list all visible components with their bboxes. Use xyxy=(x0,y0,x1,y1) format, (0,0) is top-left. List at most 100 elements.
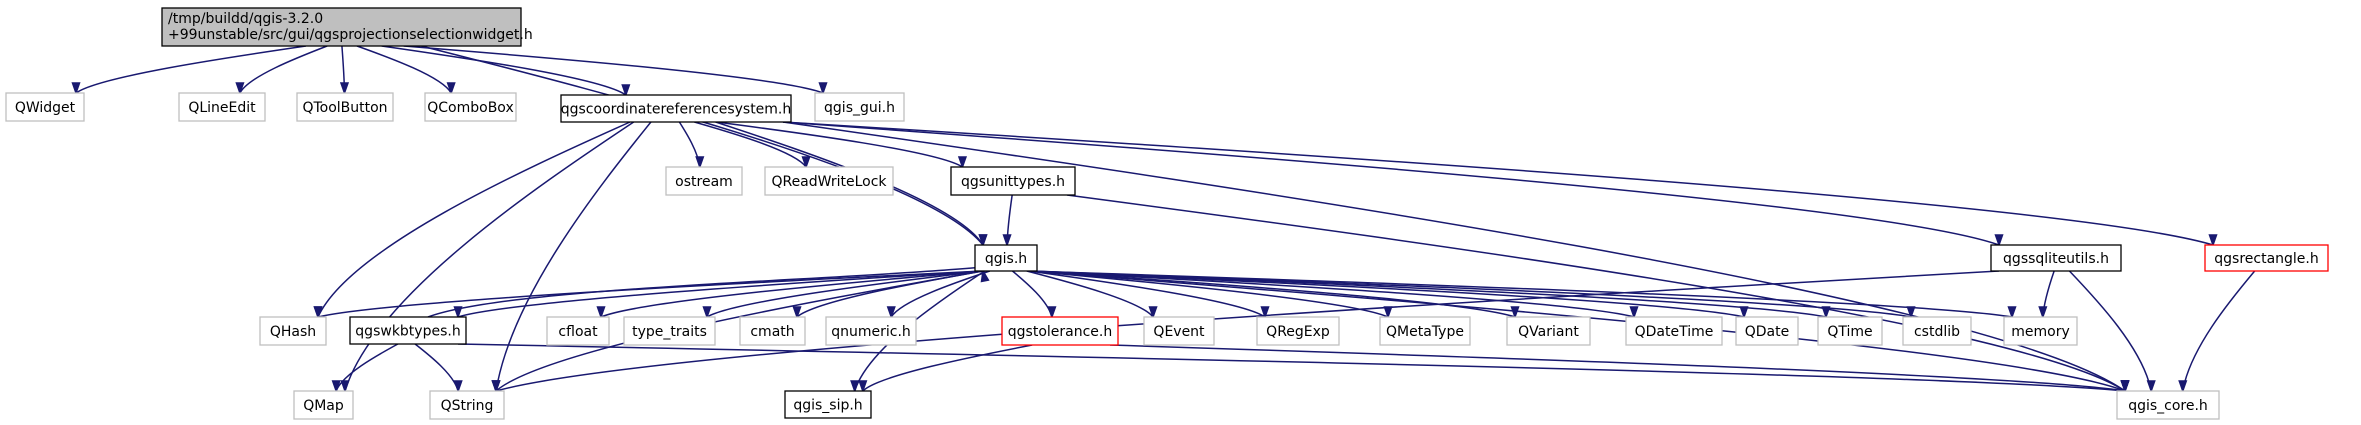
node-label: QDate xyxy=(1745,324,1789,340)
node-qevent: QEvent xyxy=(1143,316,1215,346)
node-label: qgsrectangle.h xyxy=(2214,251,2318,267)
node-box xyxy=(665,166,743,196)
node-qgssqliteutils[interactable]: qgssqliteutils.h xyxy=(1990,244,2122,272)
node-qgsunittypes[interactable]: qgsunittypes.h xyxy=(950,166,1076,196)
dependency-nodes: /tmp/buildd/qgis-3.2.0+99unstable/src/gu… xyxy=(5,7,2329,420)
node-box xyxy=(429,390,505,420)
node-label: QString xyxy=(441,398,494,414)
node-qtoolbutton: QToolButton xyxy=(296,92,394,122)
node-box xyxy=(2116,390,2220,420)
edge-qgscrs-to-ostream xyxy=(678,121,705,170)
node-label: QTime xyxy=(1827,324,1872,340)
node-qgscrs[interactable]: qgscoordinatereferencesystem.h xyxy=(560,94,792,123)
node-label: memory xyxy=(2011,324,2070,340)
node-qgstolerance[interactable]: qgstolerance.h xyxy=(1001,316,1119,346)
node-box xyxy=(1990,244,2122,272)
node-qnumeric: qnumeric.h xyxy=(825,316,917,346)
node-label: qgstolerance.h xyxy=(1008,324,1112,340)
edge-root-to-qgscrs xyxy=(381,45,631,98)
node-box xyxy=(1001,316,1119,346)
node-box xyxy=(178,92,266,122)
node-box xyxy=(764,166,894,196)
node-qgis[interactable]: qgis.h xyxy=(974,244,1038,272)
node-box xyxy=(349,316,467,345)
node-box xyxy=(1625,316,1723,346)
node-box xyxy=(1506,316,1591,346)
node-box xyxy=(623,316,716,346)
node-qcombobox: QComboBox xyxy=(424,92,517,122)
node-qlineedit: QLineEdit xyxy=(178,92,266,122)
edge-qgsrectangle-to-qgis_core xyxy=(2178,270,2256,394)
node-label: cmath xyxy=(750,324,794,340)
node-qgis_sip[interactable]: qgis_sip.h xyxy=(784,390,872,419)
node-qstring: QString xyxy=(429,390,505,420)
edge-root-to-qlineedit xyxy=(235,45,328,96)
node-root: /tmp/buildd/qgis-3.2.0+99unstable/src/gu… xyxy=(161,7,533,47)
node-memory: memory xyxy=(2003,316,2078,346)
node-label: QDateTime xyxy=(1635,324,1714,340)
node-qhash: QHash xyxy=(259,316,327,346)
dependency-edges xyxy=(71,45,2256,394)
node-label: QWidget xyxy=(15,100,76,116)
edge-qgsunittypes-to-qgis xyxy=(1002,194,1013,248)
node-qgis_gui: qgis_gui.h xyxy=(814,92,905,122)
node-qgsrectangle[interactable]: qgsrectangle.h xyxy=(2204,244,2329,272)
node-cmath: cmath xyxy=(739,316,806,346)
node-box xyxy=(950,166,1076,196)
edge-root-to-qgis_gui xyxy=(403,45,828,96)
edge-qgssqliteutils-to-qgis_core xyxy=(2068,270,2156,394)
node-label: QLineEdit xyxy=(188,100,256,116)
edge-root-to-qwidget xyxy=(71,45,307,96)
node-box xyxy=(546,316,610,346)
node-label: QVariant xyxy=(1518,324,1579,340)
node-label: ostream xyxy=(675,174,733,190)
node-box xyxy=(259,316,327,346)
node-box xyxy=(5,92,85,122)
edge-qgstolerance-to-qgis_sip xyxy=(858,344,1033,394)
edge-root-to-qcombobox xyxy=(356,45,456,96)
edge-qgswkbtypes-to-qgis xyxy=(427,266,990,318)
node-qmap: QMap xyxy=(293,390,354,420)
edge-qgscrs-to-qreadwritelock xyxy=(694,121,811,170)
node-label: +99unstable/src/gui/qgsprojectionselecti… xyxy=(168,27,533,43)
node-box xyxy=(1379,316,1471,346)
edge-qgis-to-qgstolerance xyxy=(1011,270,1057,320)
node-box xyxy=(814,92,905,122)
node-label: QRegExp xyxy=(1266,324,1330,340)
node-qreadwritelock: QReadWriteLock xyxy=(764,166,894,196)
node-label: qgscoordinatereferencesystem.h xyxy=(561,102,792,118)
node-qregexp: QRegExp xyxy=(1256,316,1340,346)
node-label: QHash xyxy=(270,324,316,340)
node-qwidget: QWidget xyxy=(5,92,85,122)
edge-qgis-to-qevent xyxy=(1026,270,1158,320)
edge-qgstolerance-to-qgis_core xyxy=(1109,344,2130,394)
node-qgis_core: qgis_core.h xyxy=(2116,390,2220,420)
node-label: QToolButton xyxy=(302,100,387,116)
node-ostream: ostream xyxy=(665,166,743,196)
node-label: QMap xyxy=(303,398,344,414)
node-qgswkbtypes[interactable]: qgswkbtypes.h xyxy=(349,316,467,345)
node-label: cstdlib xyxy=(1914,324,1960,340)
edge-qgis-to-type_traits xyxy=(702,270,984,320)
node-label: qgis_core.h xyxy=(2128,398,2208,414)
node-cstdlib: cstdlib xyxy=(1902,316,1972,346)
node-label: QReadWriteLock xyxy=(771,174,887,190)
node-label: qgis_gui.h xyxy=(824,100,895,116)
node-label: qgswkbtypes.h xyxy=(355,324,460,340)
edge-qgswkbtypes-to-qmap xyxy=(331,343,399,394)
node-box xyxy=(161,7,522,47)
node-box xyxy=(2204,244,2329,272)
edge-qgscrs-to-qgsrectangle xyxy=(782,121,2218,248)
node-label: qnumeric.h xyxy=(831,324,911,340)
node-qtime: QTime xyxy=(1817,316,1883,346)
node-box xyxy=(560,94,792,123)
edge-qgscrs-to-qmap xyxy=(340,121,635,394)
edge-root-to-qtoolbutton xyxy=(339,45,350,96)
node-box xyxy=(1256,316,1340,346)
edge-qgscrs-to-qgssqliteutils xyxy=(782,121,2004,248)
node-label: cfloat xyxy=(558,324,598,340)
node-label: qgis.h xyxy=(985,251,1027,267)
node-label: qgis_sip.h xyxy=(793,398,862,414)
node-qvariant: QVariant xyxy=(1506,316,1591,346)
edge-qgis-to-cfloat xyxy=(596,270,984,320)
